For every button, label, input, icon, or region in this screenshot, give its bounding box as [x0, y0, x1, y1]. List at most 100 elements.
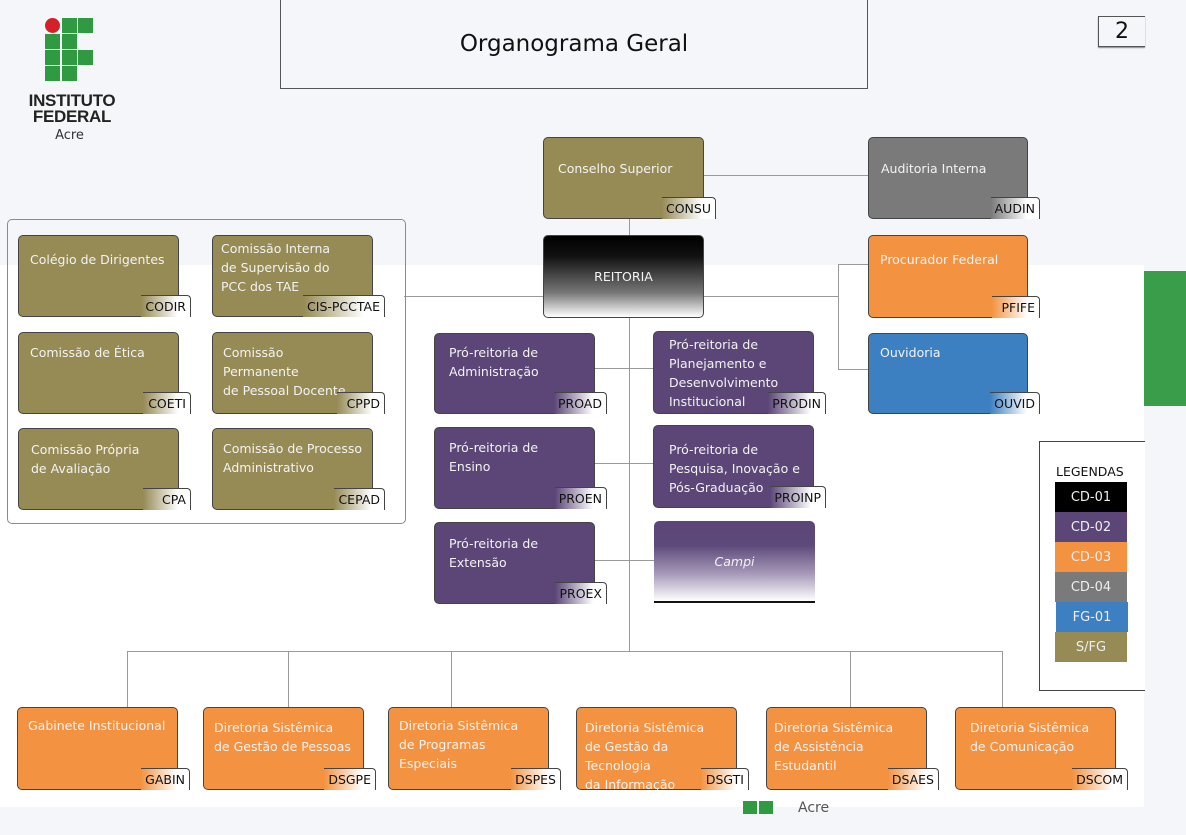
box-code: PROEX [555, 582, 607, 604]
org-box-audin[interactable]: Auditoria Interna AUDIN [868, 137, 1040, 219]
box-label: Auditoria Interna [881, 161, 987, 176]
org-box-dsgpe[interactable]: Diretoria Sistêmica de Gestão de Pessoas… [203, 707, 376, 790]
org-box-proex[interactable]: Pró-reitoria de Extensão PROEX [434, 522, 607, 604]
legend-item-cd04: CD-04 [1055, 572, 1127, 602]
logo-line2: FEDERAL [32, 107, 112, 126]
box-label: Pró-reitoria de Ensino [449, 440, 539, 474]
logo-square [759, 801, 773, 814]
box-label: Comissão Interna de Supervisão do PCC do… [221, 241, 331, 294]
legend-item-cd03: CD-03 [1055, 542, 1127, 572]
box-code: CONSU [661, 197, 716, 219]
institution-logo [16, 16, 126, 146]
logo-square [62, 66, 77, 81]
legend: LEGENDAS CD-01 CD-02 CD-03 CD-04 FG-01 S… [1039, 441, 1145, 691]
org-box-prodin[interactable]: Pró-reitoria de Planejamento e Desenvolv… [653, 331, 826, 414]
box-label: Colégio de Dirigentes [30, 252, 165, 267]
box-label: Comissão de Ética [30, 345, 145, 360]
connector-line [629, 219, 630, 651]
box-label: Pró-reitoria de Extensão [449, 536, 539, 570]
connector-line [288, 651, 289, 708]
connector-line [127, 651, 128, 708]
box-label: Diretoria Sistêmica de Assistência Estud… [774, 720, 894, 773]
org-box-cppd[interactable]: Comissão Permanente de Pessoal Docente C… [212, 332, 385, 414]
logo-square [78, 50, 93, 65]
org-box-dsaes[interactable]: Diretoria Sistêmica de Assistência Estud… [766, 707, 939, 790]
connector-line [127, 651, 1002, 652]
colegiados-group [7, 219, 406, 524]
box-code: COETI [143, 392, 191, 414]
org-box-codir[interactable]: Colégio de Dirigentes CODIR [18, 235, 191, 317]
org-box-proinp[interactable]: Pró-reitoria de Pesquisa, Inovação e Pós… [653, 425, 826, 508]
org-box-proen[interactable]: Pró-reitoria de Ensino PROEN [434, 427, 607, 509]
legend-item-sfg: S/FG [1055, 632, 1127, 662]
connector-line [594, 463, 654, 464]
legend-title: LEGENDAS [1056, 464, 1124, 479]
logo-square [62, 18, 77, 33]
connector-line [838, 264, 839, 369]
box-code: CPPD [337, 392, 385, 414]
org-box-coeti[interactable]: Comissão de Ética COETI [18, 332, 191, 414]
box-code: DSPES [511, 768, 561, 790]
org-box-dspes[interactable]: Diretoria Sistêmica de Programas Especia… [388, 707, 561, 790]
box-code: PROEN [554, 487, 607, 509]
box-label: Pró-reitoria de Administração [449, 345, 539, 379]
logo-square [45, 50, 60, 65]
box-code: CEPAD [334, 488, 385, 510]
connector-line [1002, 651, 1003, 708]
box-code: DSGTI [701, 768, 749, 790]
box-code: PRODIN [768, 392, 826, 414]
org-box-proad[interactable]: Pró-reitoria de Administração PROAD [434, 333, 607, 414]
org-box-consu[interactable]: Conselho Superior CONSU [543, 137, 716, 219]
org-box-cis-pcctae[interactable]: Comissão Interna de Supervisão do PCC do… [212, 235, 385, 317]
box-label: Campi [714, 553, 755, 569]
box-label: Diretoria Sistêmica de Gestão de Pessoas [214, 720, 351, 754]
box-code: PFIFE [992, 296, 1040, 318]
org-box-ouvid[interactable]: Ouvidoria OUVID [868, 333, 1040, 414]
connector-line [404, 296, 543, 297]
box-label: Comissão Permanente de Pessoal Docente [223, 345, 346, 398]
org-box-cpa[interactable]: Comissão Própria de Avaliação CPA [18, 428, 191, 510]
box-label: Gabinete Institucional [28, 718, 166, 733]
connector-line [703, 175, 868, 176]
box-label: REITORIA [594, 269, 653, 284]
connector-line [703, 296, 838, 297]
logo-square [62, 34, 77, 49]
box-code: CODIR [141, 295, 191, 317]
org-box-dsgti[interactable]: Diretoria Sistêmica de Gestão da Tecnolo… [576, 707, 749, 792]
side-green-strip [1144, 271, 1186, 406]
box-code: PROINP [770, 486, 826, 508]
footer-text: Acre [798, 800, 830, 816]
box-label: Diretoria Sistêmica de Comunicação [970, 720, 1090, 754]
box-code: CIS-PCCTAE [303, 295, 385, 317]
legend-item-fg01: FG-01 [1056, 602, 1128, 632]
org-box-reitoria[interactable]: REITORIA [543, 235, 704, 318]
box-code: PROAD [553, 392, 607, 414]
box-label: Procurador Federal [880, 252, 999, 267]
logo-square [743, 801, 757, 814]
box-label: Pró-reitoria de Pesquisa, Inovação e Pós… [669, 442, 800, 495]
logo-square [45, 66, 60, 81]
logo-text: INSTITUTO FEDERAL [17, 91, 127, 126]
connector-line [850, 651, 851, 708]
box-code: GABIN [141, 768, 190, 790]
logo-subtitle: Acre [55, 128, 84, 143]
connector-line [594, 560, 654, 561]
box-code: OUVID [990, 392, 1040, 414]
org-box-gabin[interactable]: Gabinete Institucional GABIN [17, 707, 190, 790]
box-label: Ouvidoria [880, 345, 941, 360]
logo-square [45, 34, 60, 49]
org-box-campi[interactable]: Campi [654, 521, 815, 603]
connector-line [594, 368, 654, 369]
box-code: AUDIN [990, 197, 1040, 219]
org-box-dscom[interactable]: Diretoria Sistêmica de Comunicação DSCOM [955, 707, 1128, 790]
org-box-cepad[interactable]: Comissão de Processo Administrativo CEPA… [212, 428, 385, 510]
box-label: Conselho Superior [558, 161, 673, 176]
logo-red-dot [45, 18, 60, 33]
box-label: Comissão de Processo Administrativo [223, 441, 362, 475]
box-code: DSCOM [1072, 768, 1128, 790]
logo-line1: INSTITUTO [28, 91, 116, 110]
legend-item-cd01: CD-01 [1055, 482, 1127, 512]
org-box-pfife[interactable]: Procurador Federal PFIFE [868, 235, 1040, 318]
box-code: DSGPE [324, 768, 376, 790]
connector-line [838, 264, 868, 265]
